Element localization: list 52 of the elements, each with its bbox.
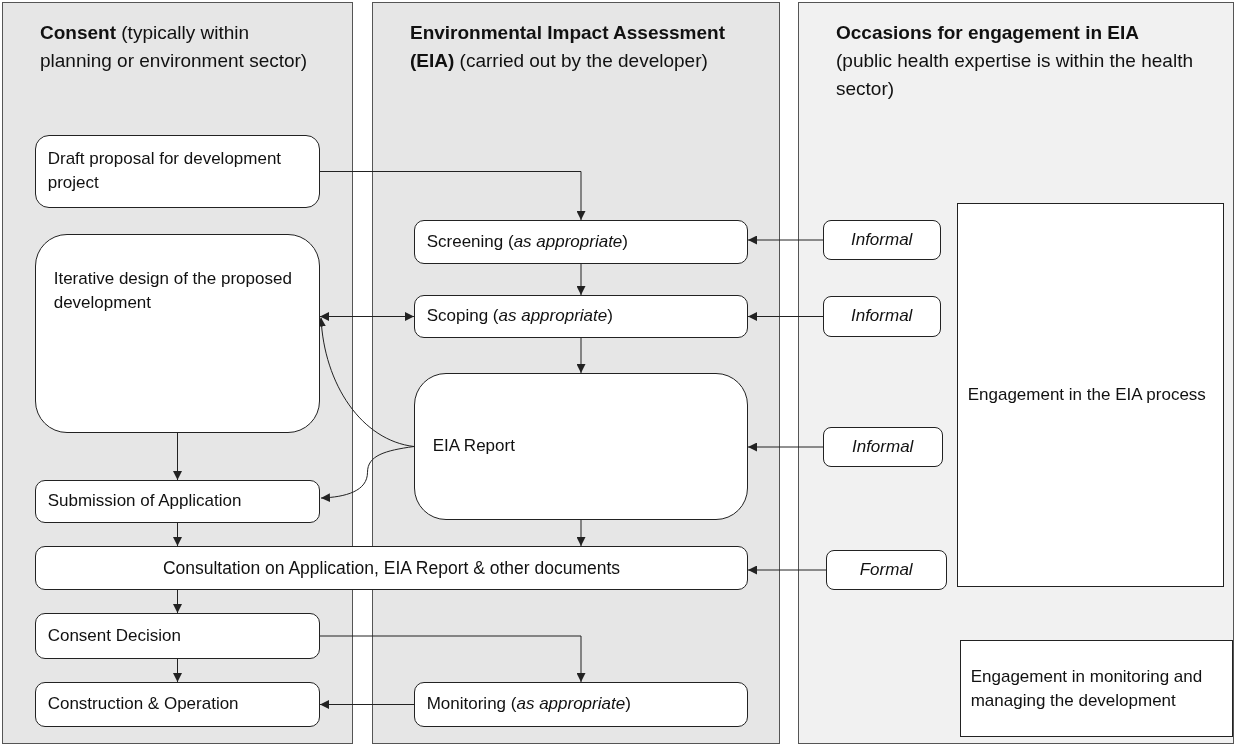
node-label: Scoping (as appropriate) — [426, 305, 613, 328]
node-label: Engagement in the EIA process — [967, 383, 1206, 406]
arrow — [319, 635, 586, 683]
node-label: Construction & Operation — [47, 693, 239, 716]
lane-heading: Occasions for engagement in EIA (public health expertise is within the health sector) — [836, 21, 1193, 101]
tag-box — [822, 426, 943, 467]
node-label: Consultation on Application, EIA Report & other documents — [162, 557, 621, 580]
node-label: Submission of Application — [47, 490, 242, 513]
tag-label: Informal — [850, 305, 913, 328]
node-label: Monitoring (as appropriate) — [426, 693, 631, 716]
arrow — [576, 263, 586, 296]
lane-heading: Consent (typically within planning or environment sector) — [40, 21, 309, 73]
arrow — [747, 442, 824, 452]
arrow — [576, 337, 586, 374]
process-box — [34, 681, 320, 727]
process-box — [34, 479, 320, 523]
tag-box — [822, 219, 941, 260]
process-box — [413, 219, 748, 264]
node-label: Consent Decision — [47, 624, 181, 647]
node-label: Engagement in monitoring and managing the development — [970, 665, 1204, 712]
process-box — [413, 681, 748, 727]
arrow — [747, 235, 824, 245]
process-box — [413, 372, 748, 520]
arrow — [576, 519, 586, 547]
process-box — [959, 639, 1233, 737]
process-box — [34, 134, 320, 208]
arrow — [319, 312, 415, 321]
arrow — [747, 312, 824, 321]
node-label: Draft proposal for development project — [47, 148, 283, 195]
tag-box — [825, 549, 947, 590]
node-label: Screening (as appropriate) — [426, 230, 628, 253]
process-box — [413, 294, 748, 338]
arrow — [173, 432, 182, 481]
process-box — [34, 233, 320, 433]
node-label: EIA Report — [432, 435, 515, 458]
arrow — [173, 658, 182, 683]
tag-label: Formal — [859, 558, 913, 581]
swimlane — [798, 2, 1234, 744]
tag-box — [822, 295, 941, 337]
tag-label: Informal — [851, 435, 914, 458]
process-box — [35, 546, 748, 590]
arrow — [747, 565, 827, 575]
process-box — [34, 612, 320, 659]
tag-label: Informal — [850, 228, 913, 251]
arrow — [320, 446, 415, 503]
arrow — [319, 171, 586, 221]
lane-heading: Environmental Impact Assessment (EIA) (carried out by the developer) — [410, 21, 726, 73]
process-box — [956, 202, 1224, 587]
arrow — [319, 700, 415, 709]
arrow — [173, 589, 182, 614]
node-label: Iterative design of the proposed development — [53, 267, 293, 314]
arrow — [173, 522, 182, 547]
